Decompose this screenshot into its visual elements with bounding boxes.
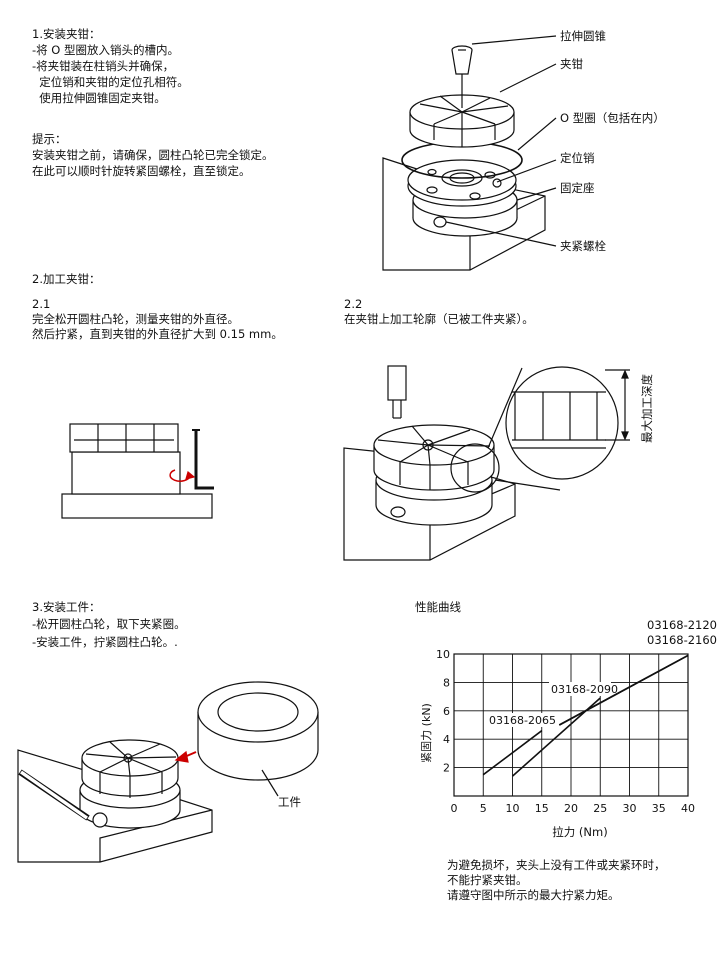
- y-tick-label: 2: [443, 762, 450, 775]
- tip-line-2: 在此可以顺时针旋转紧固螺栓，直至锁定。: [32, 164, 251, 178]
- note-line-3: 请遵守图中所示的最大拧紧力矩。: [447, 888, 620, 902]
- y-tick-label: 6: [443, 705, 450, 718]
- section3-step-2: -安装工件，拧紧圆柱凸轮。.: [32, 635, 178, 649]
- chart-xlabel: 拉力 (Nm): [552, 825, 607, 839]
- y-tick-label: 8: [443, 676, 450, 689]
- callout-pin: 定位销: [560, 151, 595, 165]
- section3-heading: 3.安装工件：: [32, 600, 101, 614]
- series-label-2090: 03168-2090: [551, 683, 618, 696]
- chart-ylabel: 紧固力 (kN): [420, 703, 433, 763]
- max-depth-label: 最大加工深度: [640, 374, 654, 443]
- tip-title: 提示：: [32, 132, 67, 146]
- callout-bolt: 夹紧螺栓: [560, 239, 606, 253]
- section3-step-1: -松开圆柱凸轮，取下夹紧圈。: [32, 617, 186, 631]
- callout-oring: O 型圈（包括在内）: [560, 111, 665, 125]
- x-tick-label: 30: [623, 802, 637, 815]
- x-tick-label: 5: [480, 802, 487, 815]
- step22-line-1: 在夹钳上加工轮廓（已被工件夹紧）。: [344, 312, 534, 326]
- model-label-2120: 03168-2120: [647, 618, 717, 632]
- x-tick-label: 20: [564, 802, 578, 815]
- x-tick-label: 40: [681, 802, 695, 815]
- section1-step-3: 定位销和夹钳的定位孔相符。: [32, 75, 189, 89]
- callout-collet: 夹钳: [560, 57, 583, 71]
- y-tick-label: 4: [443, 733, 450, 746]
- tip-line-1: 安装夹钳之前，请确保，圆柱凸轮已完全锁定。: [32, 148, 274, 162]
- x-tick-label: 35: [652, 802, 666, 815]
- section2-heading: 2.加工夹钳：: [32, 272, 101, 286]
- step21-number: 2.1: [32, 297, 51, 311]
- step21-line-1: 完全松开圆柱凸轮，测量夹钳的外直径。: [32, 312, 239, 326]
- model-label-2160: 03168-2160: [647, 633, 717, 647]
- y-tick-label: 10: [436, 648, 450, 661]
- x-tick-label: 10: [506, 802, 520, 815]
- callout-base: 固定座: [560, 181, 595, 195]
- section1-heading: 1.安装夹钳：: [32, 27, 101, 41]
- step21-line-2: 然后拧紧，直到夹钳的外直径扩大到 0.15 mm。: [32, 327, 283, 341]
- note-line-2: 不能拧紧夹钳。: [447, 873, 528, 887]
- callout-cone: 拉伸圆锥: [560, 29, 606, 43]
- section1-step-1: -将 O 型圈放入销头的槽内。: [32, 43, 180, 57]
- workpiece-label: 工件: [278, 795, 301, 809]
- x-tick-label: 25: [593, 802, 607, 815]
- x-tick-label: 0: [451, 802, 458, 815]
- series-line-03168-2160: [558, 654, 689, 726]
- note-line-1: 为避免损坏，夹头上没有工件或夹紧环时，: [447, 858, 666, 872]
- series-label-2065: 03168-2065: [489, 714, 556, 727]
- step22-number: 2.2: [344, 297, 363, 311]
- x-tick-label: 15: [535, 802, 549, 815]
- section1-step-4: 使用拉伸圆锥固定夹钳。: [32, 91, 166, 105]
- section1-step-2: -将夹钳装在柱销头并确保，: [32, 59, 175, 73]
- series-line-03168-2065: [482, 730, 543, 776]
- performance-title: 性能曲线: [415, 600, 461, 614]
